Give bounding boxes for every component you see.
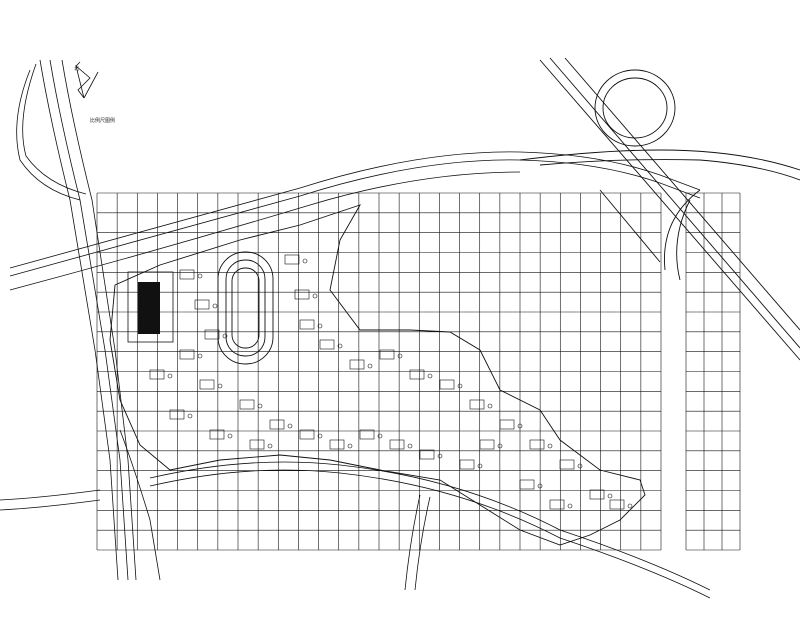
building-footprint: [179, 349, 195, 360]
building-footprint: [299, 429, 315, 440]
building-footprint: [169, 409, 185, 420]
building-footprint: [589, 489, 605, 500]
building-footprint: [299, 319, 315, 330]
building-footprint: [199, 379, 215, 390]
tree-symbol: [537, 483, 543, 489]
building-footprint: [379, 349, 395, 360]
tree-symbol: [347, 443, 353, 449]
building-footprint: [559, 459, 575, 470]
building-footprint: [479, 439, 495, 450]
building-footprint: [499, 419, 515, 430]
building-footprint: [179, 269, 195, 280]
building-footprint: [459, 459, 475, 470]
building-footprint: [329, 439, 345, 450]
coordinate-grid: [96, 192, 662, 551]
tree-symbol: [267, 443, 273, 449]
tree-symbol: [487, 403, 493, 409]
north-label: 北: [74, 65, 79, 72]
tree-symbol: [257, 403, 263, 409]
compass-caption: 比例尺图例: [90, 117, 115, 124]
building-footprint: [439, 379, 455, 390]
tree-symbol: [317, 323, 323, 329]
campus-boundary: [109, 204, 646, 546]
building-footprint: [609, 499, 625, 510]
building-blocks: [149, 254, 633, 510]
tree-symbol: [547, 443, 553, 449]
building-footprint: [349, 359, 365, 370]
tree-symbol: [197, 353, 203, 359]
gymnasium: [127, 271, 174, 343]
tree-symbol: [477, 463, 483, 469]
tree-symbol: [517, 423, 523, 429]
tree-symbol: [287, 423, 293, 429]
tree-symbol: [497, 443, 503, 449]
tree-symbol: [227, 433, 233, 439]
tree-symbol: [312, 293, 318, 299]
building-footprint: [419, 449, 435, 460]
tree-symbol: [212, 303, 218, 309]
tree-symbol: [377, 433, 383, 439]
stadium: [217, 251, 274, 365]
tree-symbol: [167, 373, 173, 379]
tree-symbol: [367, 363, 373, 369]
building-footprint: [204, 329, 220, 340]
tree-symbol: [457, 383, 463, 389]
tree-symbol: [607, 493, 613, 499]
tree-symbol: [407, 443, 413, 449]
building-footprint: [239, 399, 255, 410]
lower-road: [0, 461, 711, 599]
tree-symbol: [217, 383, 223, 389]
building-footprint: [284, 254, 300, 265]
building-footprint: [409, 369, 425, 380]
building-footprint: [149, 369, 165, 380]
tree-symbol: [437, 453, 443, 459]
tree-symbol: [567, 503, 573, 509]
building-footprint: [359, 429, 375, 440]
building-footprint: [319, 339, 335, 350]
tree-symbol: [187, 413, 193, 419]
interchange: [519, 57, 800, 361]
data-table-grid: [685, 192, 741, 551]
building-footprint: [194, 299, 210, 310]
tree-symbol: [222, 333, 228, 339]
building-footprint: [469, 399, 485, 410]
building-footprint: [269, 419, 285, 430]
building-footprint: [294, 289, 310, 300]
north-arrow-icon: [75, 61, 99, 99]
building-footprint: [519, 479, 535, 490]
building-footprint: [389, 439, 405, 450]
upper-road: [9, 151, 701, 291]
tree-symbol: [577, 463, 583, 469]
building-footprint: [209, 429, 225, 440]
left-highway: [16, 59, 161, 581]
tree-symbol: [427, 373, 433, 379]
tree-symbol: [627, 503, 633, 509]
building-footprint: [529, 439, 545, 450]
tree-symbol: [197, 273, 203, 279]
building-footprint: [549, 499, 565, 510]
building-footprint: [249, 439, 265, 450]
tree-symbol: [397, 353, 403, 359]
tree-symbol: [302, 258, 308, 264]
tree-symbol: [317, 433, 323, 439]
tree-symbol: [337, 343, 343, 349]
